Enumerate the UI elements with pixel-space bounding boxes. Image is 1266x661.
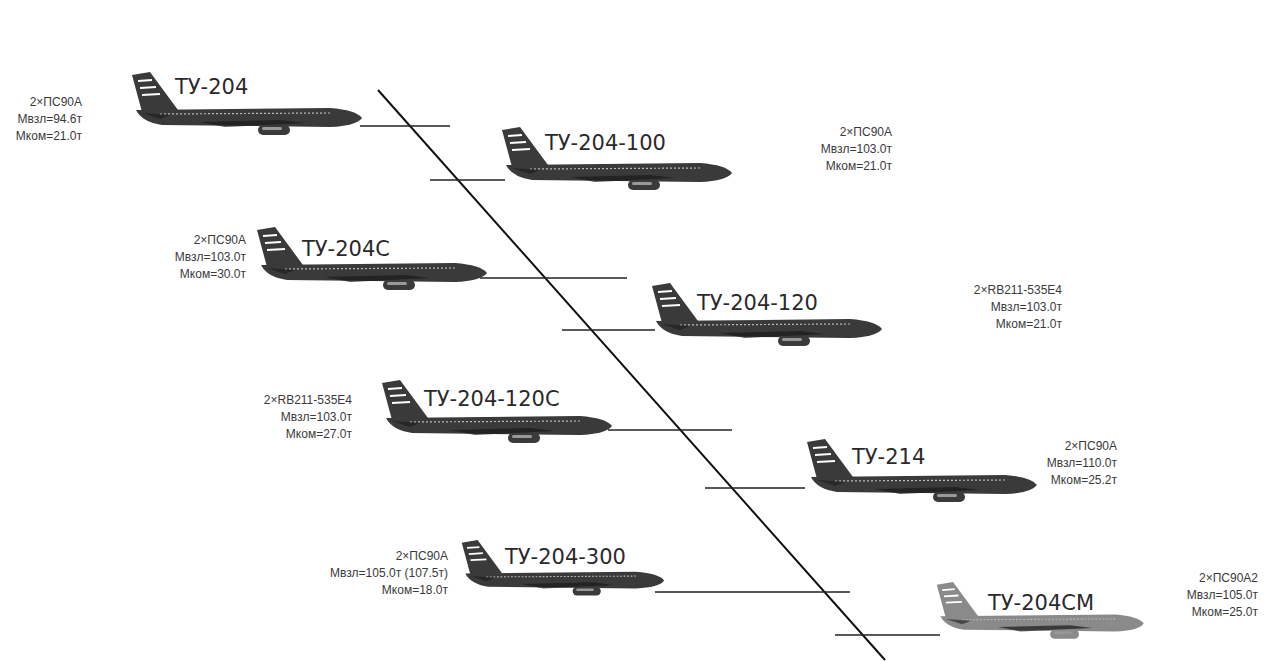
mass-spec: Mком=21.0т bbox=[821, 158, 892, 175]
engine-spec: 2×ПС90А bbox=[1047, 438, 1117, 455]
aircraft-name: ТУ-214 bbox=[852, 446, 925, 469]
aircraft-name: ТУ-204 bbox=[175, 76, 248, 99]
mass-spec: Mком=27.0т bbox=[264, 426, 352, 443]
engine-spec: 2×ПС90А bbox=[330, 548, 448, 565]
aircraft-name: ТУ-204С bbox=[302, 238, 390, 261]
mass-spec: Mком=30.0т bbox=[175, 266, 246, 283]
spec-group: 2×ПС90АMвзл=94.6тMком=21.0т bbox=[16, 94, 82, 145]
spec-group: 2×ПС90АMвзл=103.0тMком=21.0т bbox=[821, 124, 892, 175]
aircraft-name: ТУ-204-120С bbox=[424, 388, 560, 411]
aircraft-name: ТУ-204-100 bbox=[545, 132, 666, 155]
aircraft-name: ТУ-204-300 bbox=[505, 546, 626, 569]
engine-spec: 2×ПС90А bbox=[821, 124, 892, 141]
aircraft-name: ТУ-204СМ bbox=[988, 592, 1094, 615]
mass-spec: Mвзл=105.0т bbox=[1187, 587, 1258, 604]
mass-spec: Mком=21.0т bbox=[16, 128, 82, 145]
mass-spec: Mком=18.0т bbox=[330, 582, 448, 599]
mass-spec: Mком=25.2т bbox=[1047, 472, 1117, 489]
spec-group: 2×ПС90АMвзл=103.0тMком=30.0т bbox=[175, 232, 246, 283]
mass-spec: Mком=25.0т bbox=[1187, 604, 1258, 621]
spec-group: 2×ПС90АMвзл=110.0тMком=25.2т bbox=[1047, 438, 1117, 489]
mass-spec: Mвзл=103.0т bbox=[264, 409, 352, 426]
engine-spec: 2×RB211-535E4 bbox=[264, 392, 352, 409]
engine-spec: 2×ПС90А bbox=[175, 232, 246, 249]
engine-spec: 2×RB211-535E4 bbox=[974, 282, 1062, 299]
engine-spec: 2×ПС90А bbox=[16, 94, 82, 111]
spec-group: 2×RB211-535E4Mвзл=103.0тMком=21.0т bbox=[974, 282, 1062, 333]
mass-spec: Mвзл=103.0т bbox=[821, 141, 892, 158]
spec-group: 2×RB211-535E4Mвзл=103.0тMком=27.0т bbox=[264, 392, 352, 443]
mass-spec: Mвзл=94.6т bbox=[16, 111, 82, 128]
mass-spec: Mвзл=105.0т (107.5т) bbox=[330, 565, 448, 582]
mass-spec: Mком=21.0т bbox=[974, 316, 1062, 333]
aircraft-name: ТУ-204-120 bbox=[697, 292, 818, 315]
spec-group: 2×ПС90А2Mвзл=105.0тMком=25.0т bbox=[1187, 570, 1258, 621]
spec-group: 2×ПС90АMвзл=105.0т (107.5т)Mком=18.0т bbox=[330, 548, 448, 599]
mass-spec: Mвзл=103.0т bbox=[974, 299, 1062, 316]
mass-spec: Mвзл=103.0т bbox=[175, 249, 246, 266]
engine-spec: 2×ПС90А2 bbox=[1187, 570, 1258, 587]
mass-spec: Mвзл=110.0т bbox=[1047, 455, 1117, 472]
